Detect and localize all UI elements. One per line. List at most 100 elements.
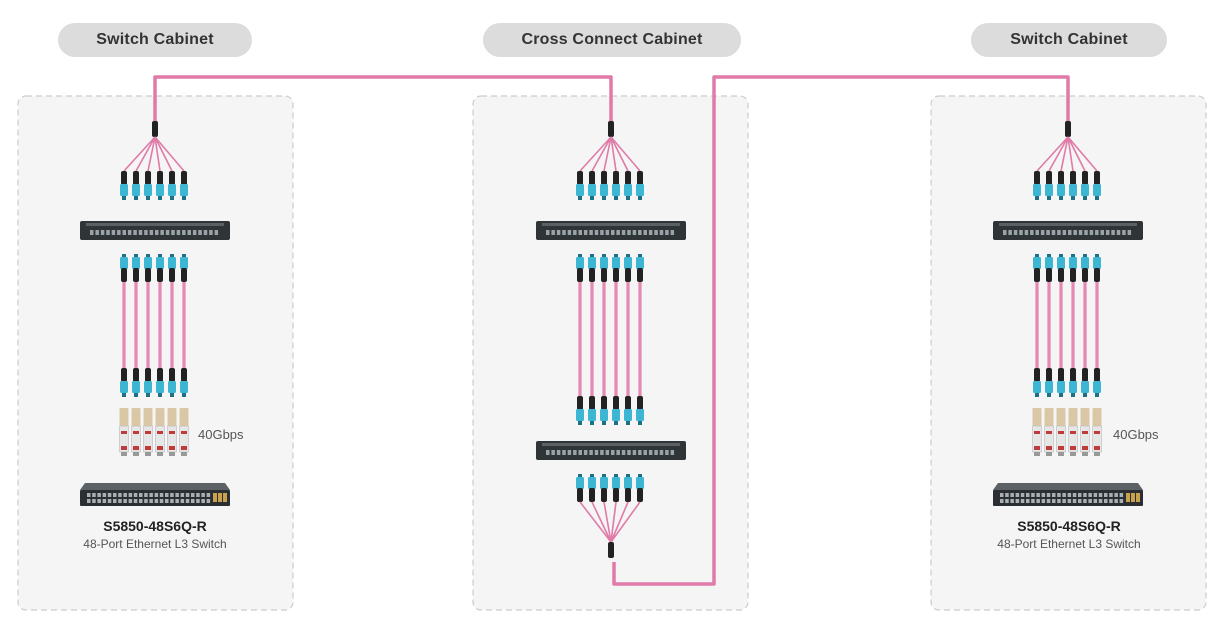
panel-port [1019,230,1023,235]
mtp-connector-icon [624,474,632,502]
connector-tip [158,393,162,397]
switch-port [92,493,96,497]
switch-port [1083,499,1087,503]
switch-port [201,499,205,503]
fanout-fiber [610,136,617,172]
mtp-connector-icon [180,171,188,200]
connector-body [624,409,632,421]
network-switch-icon [80,483,230,506]
panel-port [594,230,599,235]
connector-body [576,409,584,421]
transceiver-latch [145,446,151,450]
connector-boot [589,268,595,282]
connector-boot [589,488,595,502]
connector-body [612,409,620,421]
connector-boot [1058,268,1064,282]
mtp-connector-icon [612,396,620,425]
connector-boot [1070,171,1076,185]
connector-tip [1083,393,1087,397]
panel-port [632,230,637,235]
fanout-fiber [603,501,612,543]
panel-port [1035,230,1039,235]
mpo-plug [608,542,614,558]
connector-boot [1082,171,1088,185]
connector-boot [157,171,163,185]
connector-tip [122,254,126,258]
qsfp-transceiver-icon [1032,408,1042,456]
switch-top [80,483,230,490]
connector-body [120,184,128,196]
fanout-fiber [147,136,156,172]
connector-boot [1070,368,1076,382]
connector-body [180,381,188,393]
connector-boot [613,268,619,282]
connector-boot [1034,268,1040,282]
fanout-fiber [123,136,156,172]
panel-port [1078,230,1083,235]
mtp-connector-icon [1081,254,1089,282]
switch-port [196,493,200,497]
switch-port [154,493,159,497]
connector-boot [577,171,583,185]
connector-tip [638,254,642,258]
switch-port [1078,493,1082,497]
mtp-connector-icon [1045,171,1053,200]
mtp-connector-icon [576,254,584,282]
switch-uplink-port [213,493,217,502]
connector-body [636,184,644,196]
panel-port [155,230,159,235]
connector-tip [590,196,594,200]
transceiver-edge [157,452,163,456]
transceiver-top [167,408,177,426]
panel-port [1127,230,1132,235]
connector-body [1045,257,1053,269]
switch-port [139,499,143,503]
panel-port [654,230,658,235]
fanout-fiber [610,501,617,543]
connector-body [1033,257,1041,269]
transceiver-edge [1034,452,1040,456]
mtp-connector-icon [588,171,596,200]
connector-tip [602,254,606,258]
switch-port [133,499,138,503]
connector-boot [157,368,163,382]
fanout-fiber [1060,136,1069,172]
fiber-trunk-cable [612,75,1070,586]
panel-port [670,450,675,455]
switch-port [165,499,169,503]
patch-panel-icon [536,221,686,240]
mtp-connector-icon [612,474,620,502]
connector-tip [590,254,594,258]
panel-port [611,230,615,235]
mtp-connector-icon [1069,171,1077,200]
switch-port [144,493,148,497]
switch-port [123,493,127,497]
switch-port [1015,493,1020,497]
switch-uplink-port [218,493,222,502]
transceiver-edge [1094,452,1100,456]
connector-boot [637,396,643,410]
connector-tip [170,393,174,397]
mtp-connector-icon [636,474,644,502]
switch-port [1000,499,1004,503]
connector-boot [601,488,607,502]
switch-port [206,493,211,497]
connector-body [120,257,128,269]
switch-port [1072,499,1077,503]
connector-boot [133,171,139,185]
switch-port [180,499,185,503]
mtp-connector-icon [168,254,176,282]
transceiver-edge [1070,452,1076,456]
connector-body [180,257,188,269]
connector-boot [637,268,643,282]
connector-body [576,184,584,196]
switch-port [87,499,91,503]
connector-body [120,381,128,393]
switch-port [175,499,179,503]
switch-port [1104,499,1108,503]
panel-port [144,230,148,235]
panel-port [1089,230,1094,235]
panel-port [1057,230,1061,235]
transceiver-latch [1070,446,1076,450]
connector-boot [121,171,127,185]
